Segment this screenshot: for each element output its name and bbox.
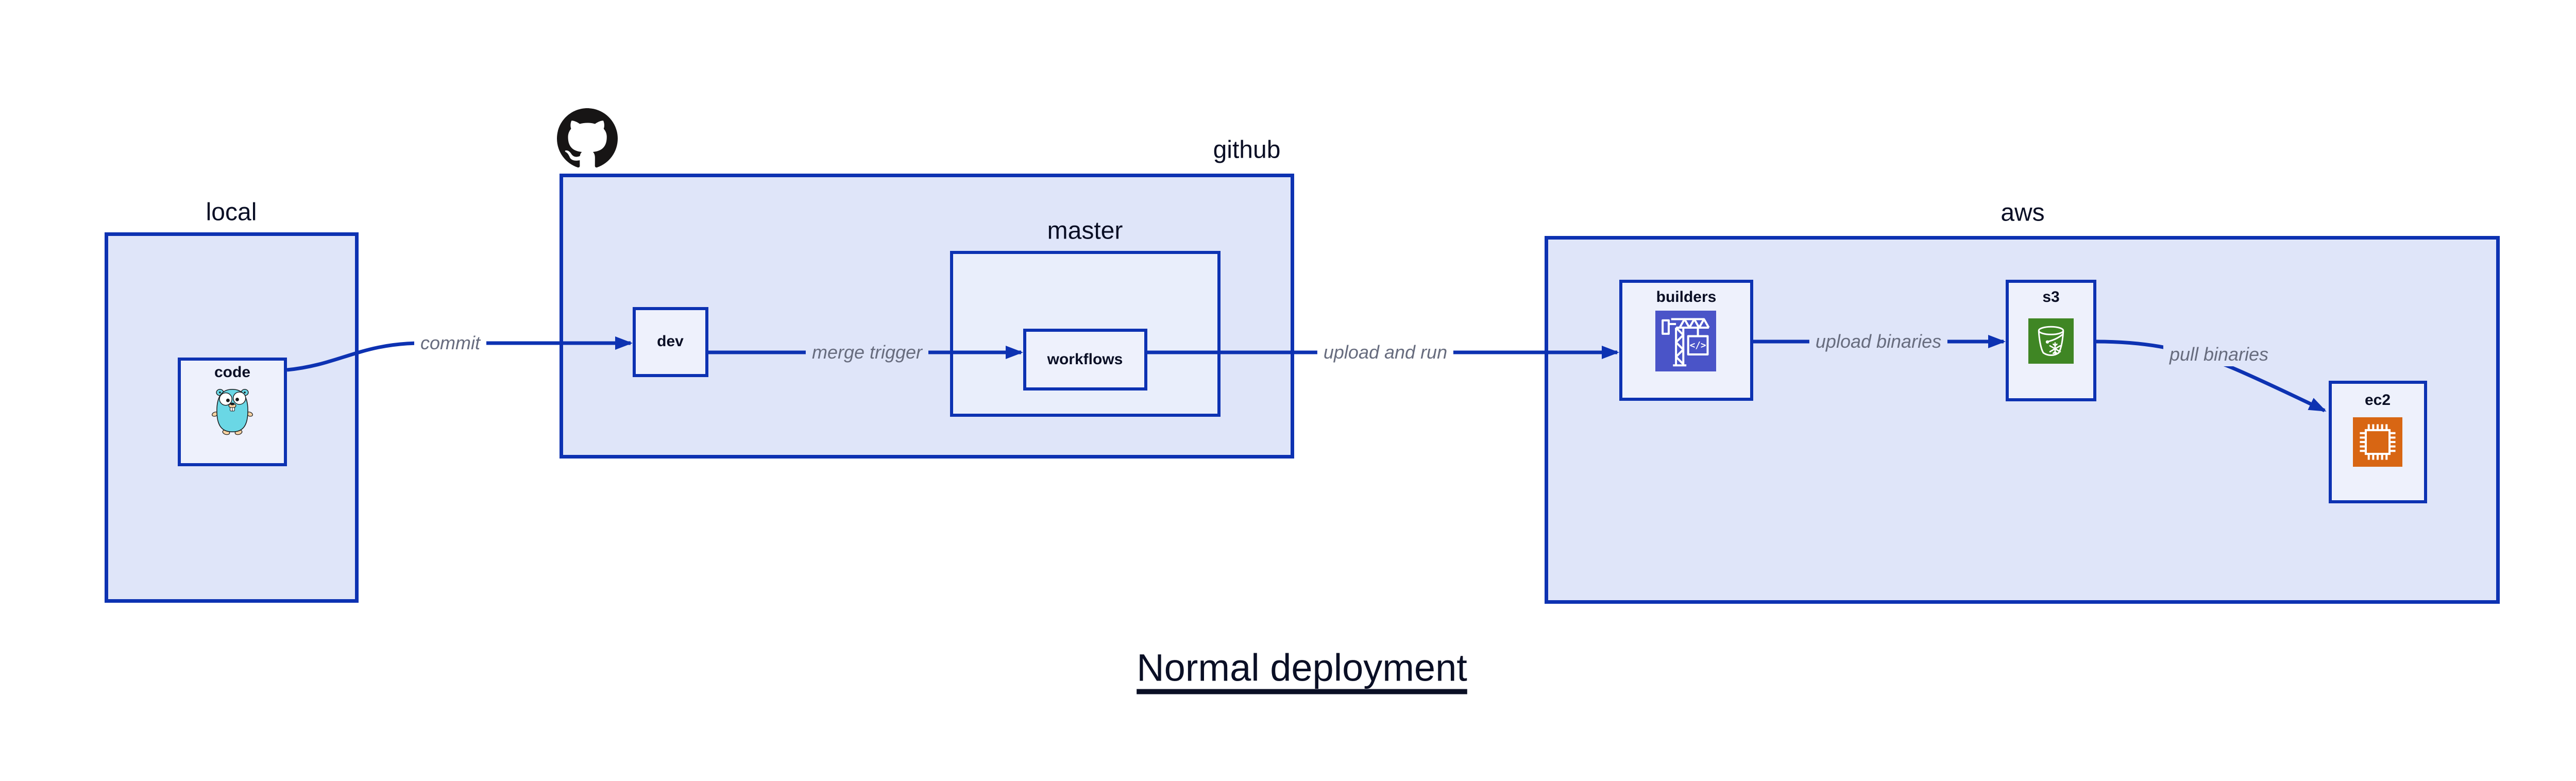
aws-codebuild-icon: </> bbox=[1655, 311, 1716, 371]
svg-text:</>: </> bbox=[1690, 341, 1706, 351]
container-label-aws: aws bbox=[2001, 199, 2045, 227]
node-dev bbox=[633, 307, 708, 377]
node-label-dev: dev bbox=[657, 333, 684, 350]
container-label-local: local bbox=[206, 198, 257, 226]
node-label-ec2: ec2 bbox=[2364, 392, 2391, 409]
edge-label-merge-trigger: merge trigger bbox=[805, 341, 929, 364]
node-label-workflows: workflows bbox=[1047, 351, 1123, 368]
container-label-master: master bbox=[1047, 217, 1123, 245]
node-workflows bbox=[1023, 329, 1147, 390]
node-builders bbox=[1619, 280, 1753, 401]
edge-label-commit: commit bbox=[414, 331, 486, 355]
container-label-github: github bbox=[1213, 136, 1281, 164]
go-gopher-icon bbox=[210, 385, 255, 436]
aws-ec2-icon bbox=[2353, 417, 2402, 467]
edge-label-upload-binaries: upload binaries bbox=[1809, 330, 1948, 353]
diagram-title: Normal deployment bbox=[1137, 646, 1467, 689]
edge-label-upload-and-run: upload and run bbox=[1317, 341, 1454, 364]
edge-label-pull-binaries: pull binaries bbox=[2163, 343, 2275, 366]
node-label-builders: builders bbox=[1656, 288, 1717, 305]
node-label-s3: s3 bbox=[2042, 288, 2060, 305]
github-octocat-icon bbox=[557, 108, 618, 169]
node-label-code: code bbox=[214, 364, 251, 381]
aws-s3-glacier-icon bbox=[2028, 318, 2074, 364]
